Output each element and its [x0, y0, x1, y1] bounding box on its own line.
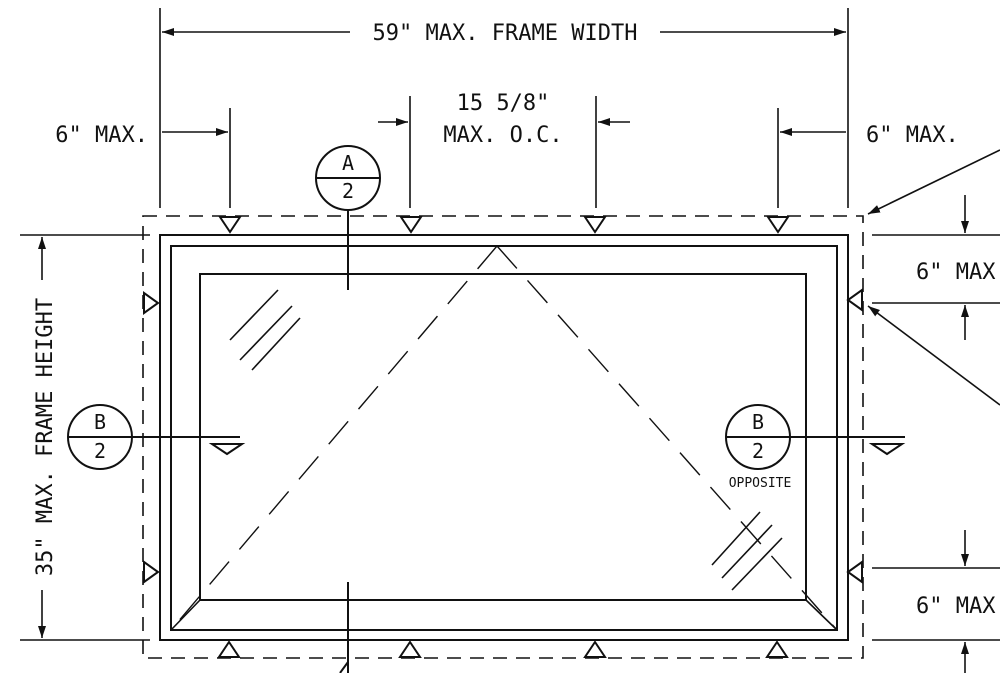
anchor-markers-top	[218, 216, 790, 234]
leader-line-top-right	[867, 149, 1000, 215]
section-a-sheet: 2	[342, 179, 354, 203]
anchor-markers-bottom	[217, 640, 789, 658]
spacing-label-line2: MAX. O.C.	[443, 123, 562, 148]
anchor-markers-right	[846, 288, 863, 584]
section-b-left-sheet: 2	[94, 439, 106, 463]
opposite-label: OPPOSITE	[729, 476, 792, 491]
anchor-spacing-dimension: 15 5/8" MAX. O.C.	[378, 91, 630, 208]
bottom-edge-dimension: 6" MAX	[872, 530, 1000, 673]
anchor-markers-left	[143, 291, 160, 584]
bottom-edge-max-label: 6" MAX	[916, 594, 996, 619]
frame-width-label: 59" MAX. FRAME WIDTH	[373, 21, 638, 46]
opening-indicator	[170, 245, 838, 631]
left-edge-max-label: 6" MAX.	[55, 123, 148, 148]
leader-line-right	[867, 305, 1000, 406]
section-b-left-callout: B 2	[67, 404, 246, 470]
frame-height-dimension: 35" MAX. FRAME HEIGHT	[20, 234, 150, 641]
right-edge-dimension: 6" MAX.	[777, 108, 959, 208]
left-edge-dimension: 6" MAX.	[55, 108, 231, 208]
section-b-right-letter: B	[752, 410, 764, 434]
frame-height-label: 35" MAX. FRAME HEIGHT	[33, 298, 58, 576]
section-b-right-callout: B 2 OPPOSITE	[725, 404, 906, 491]
glass-reflection-marks	[229, 289, 783, 591]
spacing-label-line1: 15 5/8"	[457, 91, 550, 116]
section-a-callout: A 2	[315, 145, 381, 673]
glass-pane	[199, 273, 807, 601]
top-edge-dimension: 6" MAX	[872, 195, 1000, 340]
section-a-letter: A	[342, 151, 354, 175]
frame-width-dimension: 59" MAX. FRAME WIDTH	[159, 8, 849, 208]
frame-miters	[170, 599, 838, 631]
section-b-right-sheet: 2	[752, 439, 764, 463]
top-edge-max-label: 6" MAX	[916, 260, 996, 285]
section-b-left-letter: B	[94, 410, 106, 434]
right-edge-max-label: 6" MAX.	[866, 123, 959, 148]
